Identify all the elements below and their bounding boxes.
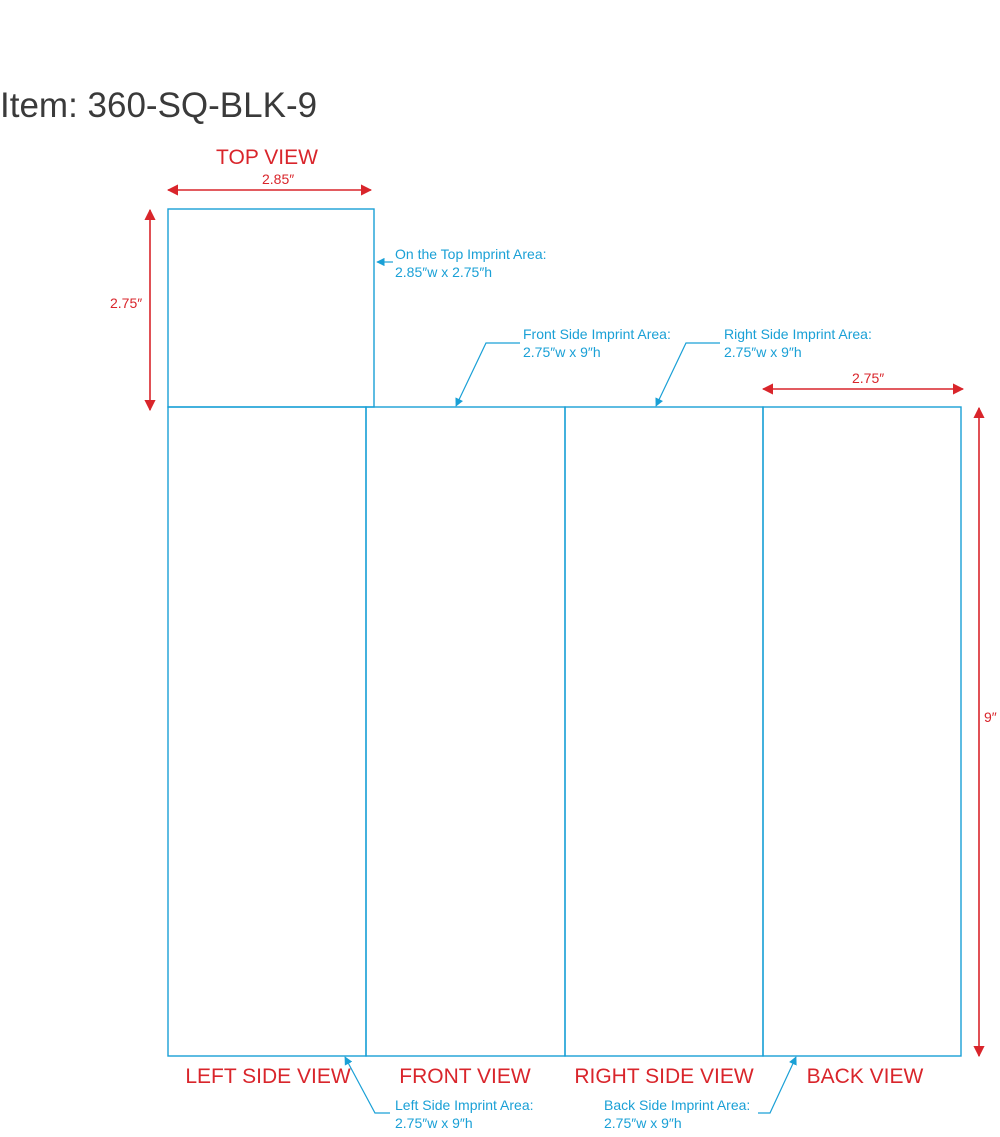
side-height-label: 9″ — [984, 709, 997, 725]
back-imprint-size: 2.75″w x 9″h — [604, 1115, 682, 1131]
top-height-label: 2.75″ — [110, 295, 142, 311]
top-view-label: TOP VIEW — [216, 146, 318, 169]
front-imprint-leader-arrow — [455, 342, 520, 407]
left-imprint-leader-arrow — [344, 1056, 390, 1114]
page-title: Item: 360-SQ-BLK-9 — [0, 86, 317, 125]
right-imprint-size: 2.75″w x 9″h — [724, 344, 802, 360]
right-imprint-label: Right Side Imprint Area: — [724, 326, 872, 342]
top-width-label: 2.85″ — [262, 171, 294, 187]
back-imprint-leader-arrow — [758, 1056, 797, 1114]
top-imprint-label: On the Top Imprint Area: — [395, 246, 547, 262]
front-panel — [365, 406, 566, 1057]
front-imprint-size: 2.75″w x 9″h — [523, 344, 601, 360]
front-view-label: FRONT VIEW — [399, 1065, 531, 1088]
left-imprint-label: Left Side Imprint Area: — [395, 1097, 534, 1113]
top-panel — [167, 208, 375, 408]
right-side-view-label: RIGHT SIDE VIEW — [574, 1065, 753, 1088]
left-imprint-size: 2.75″w x 9″h — [395, 1115, 473, 1131]
right-side-panel — [564, 406, 764, 1057]
back-imprint-label: Back Side Imprint Area: — [604, 1097, 750, 1113]
right-imprint-leader-arrow — [655, 342, 720, 407]
back-view-label: BACK VIEW — [807, 1065, 924, 1088]
left-side-view-label: LEFT SIDE VIEW — [185, 1065, 350, 1088]
front-imprint-label: Front Side Imprint Area: — [523, 326, 671, 342]
back-panel — [762, 406, 962, 1057]
top-imprint-size: 2.85″w x 2.75″h — [395, 264, 492, 280]
left-side-panel — [167, 406, 367, 1057]
side-width-label: 2.75″ — [852, 370, 884, 386]
